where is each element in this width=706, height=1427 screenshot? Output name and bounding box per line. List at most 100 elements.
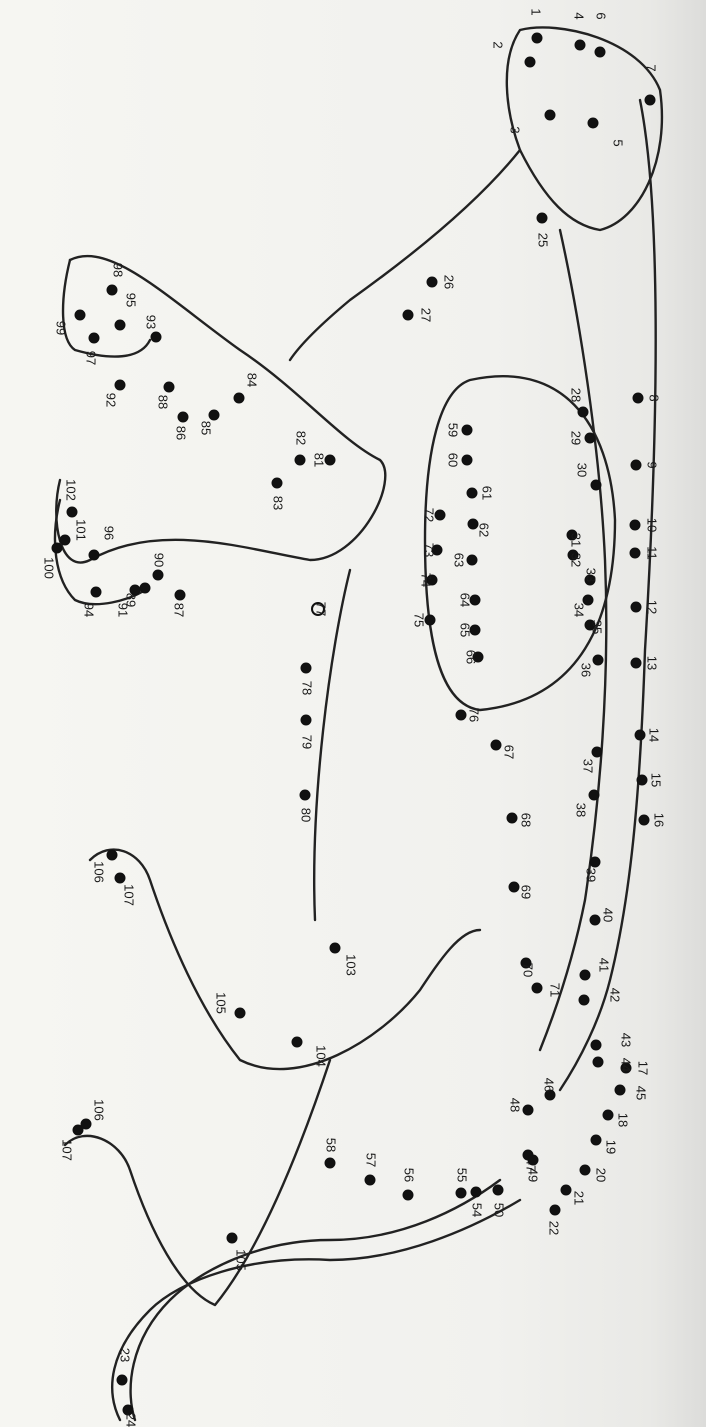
acupoint-label: 65 <box>458 623 473 637</box>
acupoint-dot <box>631 602 641 612</box>
acupoint-label: 21 <box>572 1191 587 1205</box>
acupoint-label: 22 <box>547 1221 562 1235</box>
acupoint-65: 65 <box>458 623 480 637</box>
acupoint-102: 102 <box>64 479 79 517</box>
acupoint-label: 101 <box>74 519 89 541</box>
acupoint-36: 36 <box>579 655 603 677</box>
acupoint-label: 67 <box>502 745 517 759</box>
acupoint-label: 40 <box>601 908 616 922</box>
acupoint-label: 43 <box>619 1033 634 1047</box>
acupoint-label: 90 <box>152 553 167 567</box>
acupoint-label: 10 <box>645 518 660 532</box>
acupoint-dot <box>633 393 643 403</box>
acupoint-label: 71 <box>548 983 563 997</box>
acupoint-dot <box>115 380 125 390</box>
acupoint-label: 20 <box>594 1168 609 1182</box>
acupoint-dot <box>578 407 588 417</box>
acupoint-101: 101 <box>60 519 89 545</box>
acupoint-dot <box>537 213 547 223</box>
acupoint-label: 44 <box>619 1058 634 1072</box>
acupoint-layer: 1234567891011121314151617181920212223242… <box>42 8 667 1427</box>
acupoint-dot <box>301 715 311 725</box>
acupoint-dot <box>67 507 77 517</box>
acupoint-27: 27 <box>403 308 434 322</box>
acupoint-16: 16 <box>639 813 667 827</box>
acupoint-5: 5 <box>588 118 626 147</box>
acupoint-dot <box>545 110 555 120</box>
acupoint-50: 50 <box>492 1185 507 1217</box>
acupoint-58: 58 <box>324 1138 339 1168</box>
acupoint-label: 9 <box>645 461 660 468</box>
acupoint-dot <box>164 382 174 392</box>
neck-outline <box>290 150 520 360</box>
acupoint-dot <box>153 570 163 580</box>
acupoint-label: 3 <box>508 126 523 133</box>
acupoint-label: 92 <box>104 393 119 407</box>
acupoint-label: 17 <box>636 1061 651 1075</box>
acupoint-1: 1 <box>529 8 544 43</box>
acupoint-label: 93 <box>144 315 159 329</box>
acupoint-label: 8 <box>647 394 662 401</box>
acupoint-label: 62 <box>477 523 492 537</box>
acupoint-dot <box>528 1155 538 1165</box>
acupoint-label: 100 <box>42 557 57 579</box>
acupoint-label: 35 <box>590 620 605 634</box>
acupoint-label: 5 <box>611 139 626 146</box>
acupoint-20: 20 <box>580 1165 609 1182</box>
body-outline <box>55 28 662 1421</box>
acupoint-dot <box>630 520 640 530</box>
acupoint-85: 85 <box>199 410 219 435</box>
acupoint-dot <box>593 1057 603 1067</box>
acupoint-37: 37 <box>581 747 602 773</box>
acupoint-76: 76 <box>456 708 482 722</box>
acupoint-83: 83 <box>271 478 286 510</box>
tail-inner-line <box>131 1180 500 1420</box>
acupoint-68: 68 <box>507 813 534 827</box>
acupoint-label: 66 <box>464 650 479 664</box>
acupoint-label: 58 <box>324 1138 339 1152</box>
acupoint-label: 68 <box>519 813 534 827</box>
acupoint-label: 104 <box>314 1045 329 1067</box>
acupoint-74: 74 <box>419 573 437 587</box>
acupoint-69: 69 <box>509 882 534 899</box>
acupoint-label: 105 <box>234 1249 249 1271</box>
acupoint-dot <box>151 332 161 342</box>
acupoint-107: 107 <box>115 873 137 906</box>
acupoint-label: 16 <box>652 813 667 827</box>
acupoint-label: 19 <box>604 1140 619 1154</box>
acupoint-label: 61 <box>480 486 495 500</box>
acupoint-18: 18 <box>603 1110 631 1127</box>
acupoint-label: 79 <box>300 735 315 749</box>
acupoint-11: 11 <box>630 546 660 560</box>
acupoint-label: 31 <box>569 533 584 547</box>
acupoint-label: 50 <box>492 1203 507 1217</box>
acupoint-dot <box>73 1125 83 1135</box>
acupoint-label: 73 <box>422 543 437 557</box>
acupoint-label: 77 <box>314 602 329 616</box>
acupoint-dot <box>403 310 413 320</box>
acupoint-81: 81 <box>312 453 335 467</box>
acupoint-label: 97 <box>84 351 99 365</box>
acupoint-dot <box>235 1008 245 1018</box>
acupoint-dot <box>509 882 519 892</box>
acupoint-label: 41 <box>597 958 612 972</box>
acupoint-104: 104 <box>292 1037 329 1067</box>
acupoint-13: 13 <box>631 656 660 670</box>
acupoint-39: 39 <box>584 857 600 882</box>
acupoint-6: 6 <box>594 12 609 57</box>
acupoint-dot <box>645 95 655 105</box>
acupoint-84: 84 <box>234 373 260 403</box>
acupoint-label: 95 <box>124 293 139 307</box>
acupoint-label: 60 <box>446 453 461 467</box>
acupoint-21: 21 <box>561 1185 587 1205</box>
acupoint-14: 14 <box>635 728 662 742</box>
acupoint-dot <box>591 1135 601 1145</box>
acupoint-dot <box>550 1205 560 1215</box>
acupoint-label: 56 <box>402 1168 417 1182</box>
acupoint-dot <box>175 590 185 600</box>
acupoint-98: 98 <box>107 263 126 295</box>
acupoint-label: 42 <box>608 988 623 1002</box>
acupoint-62: 62 <box>468 519 492 537</box>
acupoint-42: 42 <box>579 988 623 1005</box>
